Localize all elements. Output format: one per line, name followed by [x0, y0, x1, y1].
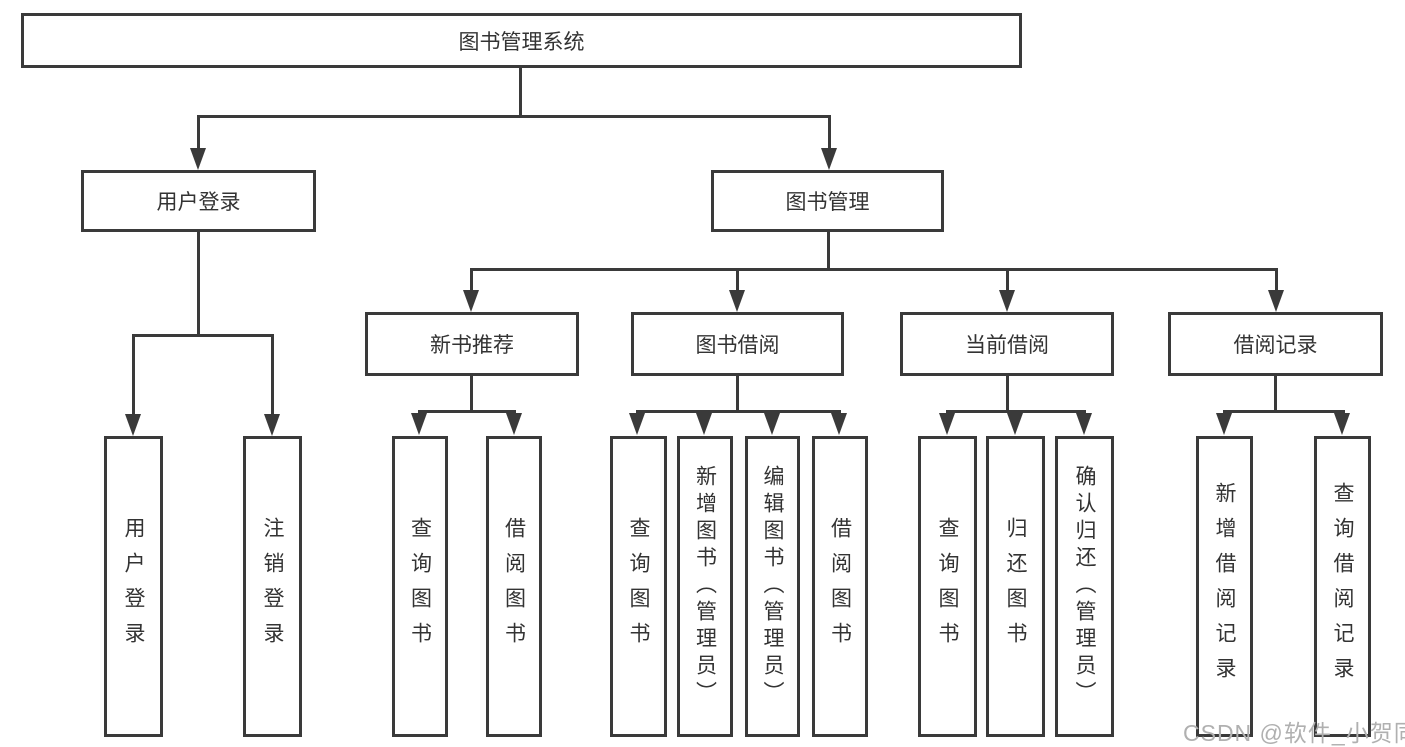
- arrowhead-add-books-icon: [696, 413, 712, 435]
- edge-book-management-stem: [827, 230, 830, 270]
- arrowhead-current-borrowing-icon: [999, 290, 1015, 312]
- arrowhead-query-books-2-icon: [629, 413, 645, 435]
- edge-current-borrowing-stem: [1006, 374, 1009, 412]
- edge-book-borrowing-branch: [636, 410, 841, 413]
- node-confirm-return-admin: 确认归还（管理员）: [1055, 436, 1114, 737]
- edge-book-borrowing-stem: [736, 374, 739, 412]
- csdn-watermark: CSDN @软件_小贺同学: [1183, 720, 1405, 746]
- edge-to-current-borrowing: [1006, 268, 1009, 292]
- arrowhead-borrow-books-1-icon: [506, 413, 522, 435]
- node-logout-login-leaf: 注销登录: [243, 436, 302, 737]
- node-edit-books-admin: 编辑图书（管理员）: [745, 436, 800, 737]
- edge-user-login-stem: [197, 230, 200, 334]
- node-user-login-leaf: 用户登录: [104, 436, 163, 737]
- edge-to-new-book-recommendation: [470, 268, 473, 292]
- edge-to-user-login-leaf: [132, 334, 135, 414]
- edge-new-book-rec-stem: [470, 374, 473, 412]
- node-add-books-admin: 新增图书（管理员）: [677, 436, 733, 737]
- arrowhead-edit-books-icon: [764, 413, 780, 435]
- arrowhead-query-books-1-icon: [411, 413, 427, 435]
- node-borrow-books-borrowing: 借阅图书: [812, 436, 868, 737]
- arrowhead-new-book-recommendation-icon: [463, 290, 479, 312]
- arrowhead-user-login-leaf-icon: [125, 414, 141, 436]
- edge-root-stem: [519, 66, 522, 118]
- arrowhead-query-borrow-record-icon: [1334, 413, 1350, 435]
- node-query-books-recommend: 查询图书: [392, 436, 448, 737]
- edge-book-management-branch: [470, 268, 1278, 271]
- edge-to-user-login: [197, 115, 200, 150]
- node-borrow-books-recommend: 借阅图书: [486, 436, 542, 737]
- arrowhead-book-management-icon: [821, 148, 837, 170]
- node-query-books-borrowing: 查询图书: [610, 436, 667, 737]
- node-add-borrow-record: 新增借阅记录: [1196, 436, 1253, 737]
- arrowhead-borrowing-records-icon: [1268, 290, 1284, 312]
- node-borrowing-records: 借阅记录: [1168, 312, 1383, 376]
- node-query-books-current: 查询图书: [918, 436, 977, 737]
- edge-borrowing-records-stem: [1274, 374, 1277, 412]
- arrowhead-query-books-3-icon: [939, 413, 955, 435]
- node-book-management: 图书管理: [711, 170, 944, 232]
- arrowhead-logout-leaf-icon: [264, 414, 280, 436]
- node-book-borrowing: 图书借阅: [631, 312, 844, 376]
- node-user-login-branch: 用户登录: [81, 170, 316, 232]
- edge-borrowing-records-branch: [1223, 410, 1345, 413]
- edge-to-book-borrowing: [736, 268, 739, 292]
- node-return-books: 归还图书: [986, 436, 1045, 737]
- node-new-book-recommendation: 新书推荐: [365, 312, 579, 376]
- arrowhead-book-borrowing-icon: [729, 290, 745, 312]
- arrowhead-return-books-icon: [1007, 413, 1023, 435]
- edge-new-book-rec-branch: [418, 410, 516, 413]
- edge-to-logout-leaf: [271, 334, 274, 414]
- edge-root-branch: [197, 115, 831, 118]
- edge-to-borrowing-records: [1275, 268, 1278, 292]
- arrowhead-add-borrow-record-icon: [1216, 413, 1232, 435]
- edge-user-login-branch: [132, 334, 274, 337]
- arrowhead-user-login-icon: [190, 148, 206, 170]
- arrowhead-borrow-books-2-icon: [831, 413, 847, 435]
- arrowhead-confirm-return-icon: [1076, 413, 1092, 435]
- node-current-borrowing: 当前借阅: [900, 312, 1114, 376]
- node-query-borrow-record: 查询借阅记录: [1314, 436, 1371, 737]
- edge-to-book-management: [828, 115, 831, 150]
- node-library-management-system: 图书管理系统: [21, 13, 1022, 68]
- edge-current-borrowing-branch: [946, 410, 1086, 413]
